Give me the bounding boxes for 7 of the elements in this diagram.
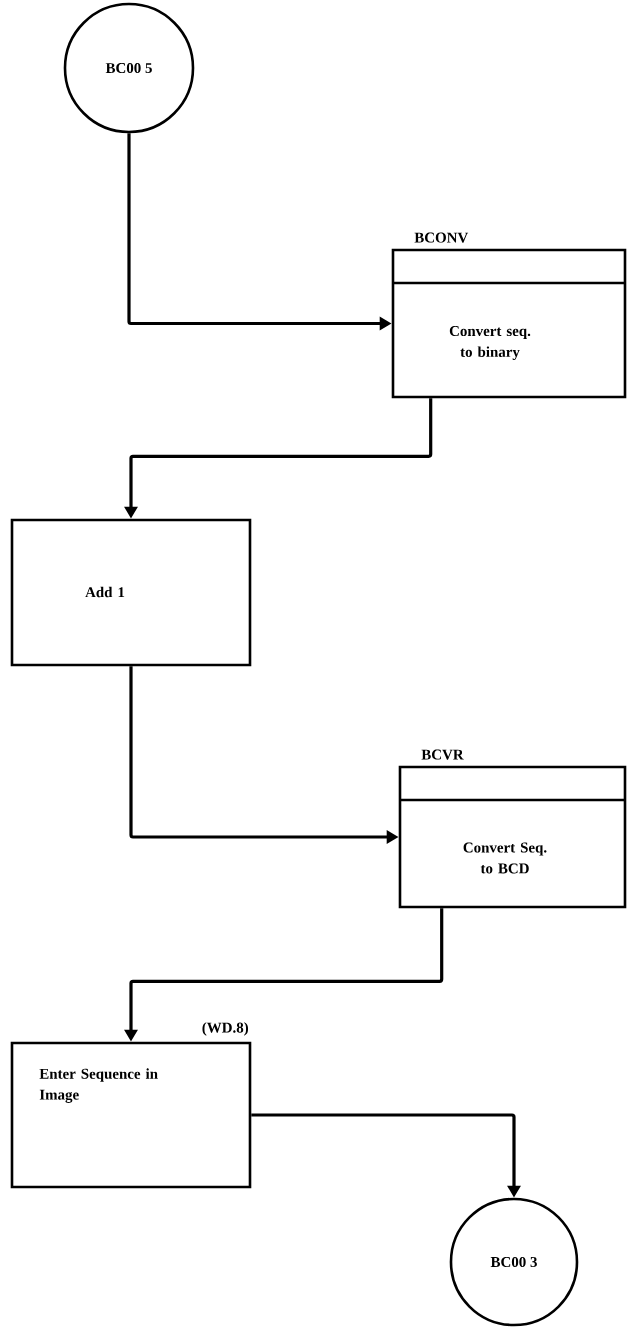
process-box: Enter Sequence in Image: [10, 1041, 252, 1189]
reference-label: (WD.8): [202, 1022, 249, 1036]
box-heading: BCVR: [421, 749, 464, 760]
process-box: Convert Seq. to BCD: [398, 765, 627, 909]
box-heading: BCONV: [414, 232, 469, 243]
process-box: Convert seq. to binary: [391, 248, 627, 399]
process-box: Add 1: [10, 518, 252, 667]
